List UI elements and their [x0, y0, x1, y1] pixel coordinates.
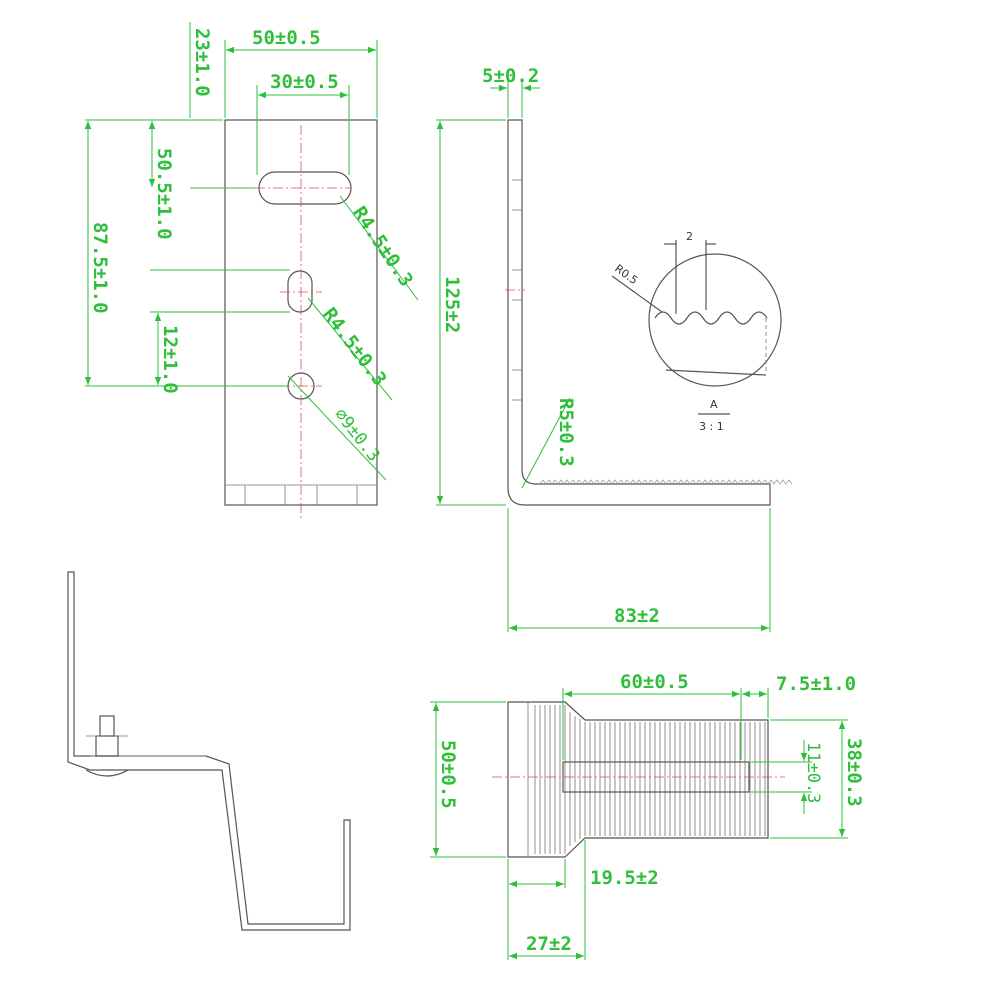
detail-view-a: 2 R0.5 A 3 : 1 — [611, 230, 782, 433]
dim-base-width: 50±0.5 — [437, 740, 459, 809]
tooth-profile — [654, 311, 768, 325]
dim-base-length: 83±2 — [614, 605, 660, 627]
top-view-dimensions: 60±0.5 7.5±1.0 50±0.5 38±0.3 11±0.3 19.5… — [430, 671, 865, 960]
top-view — [492, 701, 785, 858]
dim-chamfer-offset: 19.5±2 — [590, 867, 659, 889]
dim-lead-length: 27±2 — [526, 933, 572, 955]
front-view — [224, 119, 378, 520]
dim-top-offset: 23±1.0 — [191, 28, 213, 97]
assembly-view — [67, 571, 351, 931]
dim-slot-radius: R4.5±0.3 — [348, 202, 417, 290]
detail-label: A — [710, 398, 718, 411]
top-view-ribs — [534, 705, 766, 854]
dim-hole-pitch: 12±1.0 — [159, 325, 181, 394]
side-view — [505, 119, 793, 506]
dim-height: 125±2 — [441, 276, 463, 333]
dim-slot-span: 38±0.3 — [843, 738, 865, 807]
detail-scale: 3 : 1 — [699, 420, 724, 433]
dim-slot-length: 60±0.5 — [620, 671, 689, 693]
dim-slot-height: 11±0.3 — [803, 742, 823, 803]
oval-hole — [287, 270, 313, 313]
side-view-dimensions: 5±0.2 125±2 R5±0.3 83±2 — [436, 65, 771, 632]
dim-bend-radius: R5±0.3 — [555, 398, 577, 467]
dim-thickness: 5±0.2 — [482, 65, 539, 87]
dim-slot-depth: 50.5±1.0 — [153, 148, 175, 240]
dim-width-top: 50±0.5 — [252, 27, 321, 49]
detail-pitch: 2 — [686, 230, 693, 243]
dim-overall-hole-depth: 87.5±1.0 — [89, 222, 111, 314]
dim-end-offset: 7.5±1.0 — [776, 673, 856, 695]
dim-hole-radius: R4.5±0.3 — [318, 304, 391, 390]
top-slot — [258, 171, 352, 205]
dim-hole-diameter: ⌀9±0.3 — [330, 405, 384, 466]
bolt-head — [95, 735, 119, 757]
dim-slot-width: 30±0.5 — [270, 71, 339, 93]
front-view-dimensions: 50±0.5 30±0.5 23±1.0 50.5±1.0 12±1.0 87.… — [84, 22, 419, 481]
serrated-surface — [539, 479, 793, 485]
detail-tooth-radius: R0.5 — [612, 262, 640, 287]
